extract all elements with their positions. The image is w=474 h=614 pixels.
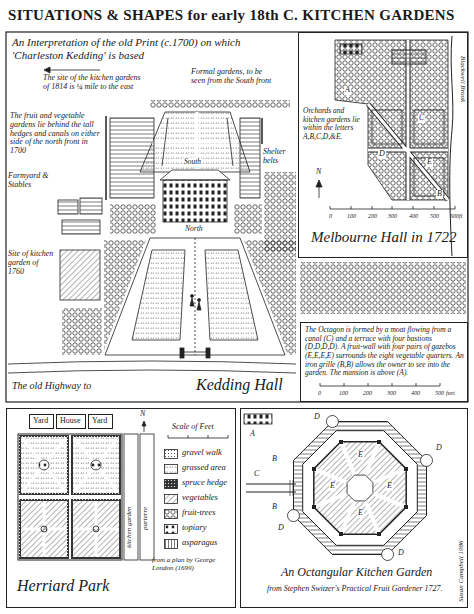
legend-swatch bbox=[164, 464, 178, 474]
scale-unit: feet bbox=[446, 390, 455, 397]
area-label: parterre bbox=[142, 507, 150, 530]
legend-swatch bbox=[164, 494, 178, 504]
note: The old Highway to bbox=[12, 380, 91, 391]
signature: Susan Campbell 1986 bbox=[458, 541, 466, 602]
callout-letter: D bbox=[278, 524, 284, 533]
scale-number: 0 bbox=[318, 390, 321, 397]
legend-swatch bbox=[164, 479, 178, 489]
panel-text: An Interpretation of the old Print (c.17… bbox=[12, 36, 294, 61]
callout-letter: D bbox=[436, 444, 442, 453]
legend-label: gravel walk bbox=[182, 448, 222, 457]
callout-letter: D bbox=[314, 413, 320, 422]
callout-letter: A bbox=[250, 430, 255, 439]
page-title: SITUATIONS & SHAPES for early 18th C. KI… bbox=[8, 7, 455, 24]
note: The site of the kitchen gardens of 1814 … bbox=[42, 74, 144, 92]
callout-letter: C bbox=[418, 114, 425, 123]
scale-number: 100 bbox=[347, 213, 356, 220]
callout-letter: B bbox=[272, 503, 277, 512]
scale-number: 200 bbox=[363, 390, 372, 397]
scale-number: 300 bbox=[387, 390, 396, 397]
panel-text: Melbourne Hall in 1722 bbox=[311, 229, 456, 246]
callout-letter: B bbox=[272, 455, 277, 464]
scale-number: 400 bbox=[411, 390, 420, 397]
callout-letter: C bbox=[254, 470, 259, 479]
panel-text: The Octagon is formed by a moat flowing … bbox=[305, 326, 465, 378]
scale-number: 200 bbox=[368, 213, 377, 220]
area-label: kitchen garden bbox=[126, 506, 134, 548]
legend-label: topiary bbox=[182, 523, 207, 532]
legend-sample bbox=[165, 510, 178, 519]
north-label: N bbox=[140, 410, 145, 419]
scale-number: 100 bbox=[339, 390, 348, 397]
orientation-label: South bbox=[183, 158, 202, 166]
legend-label: spruce hedge bbox=[182, 478, 227, 487]
panel-text: Yard bbox=[33, 416, 48, 425]
note: Shelter belts bbox=[262, 148, 298, 166]
orientation-label: North bbox=[184, 225, 204, 233]
callout-letter: E bbox=[426, 158, 433, 167]
legend-label: asparagus bbox=[182, 538, 217, 547]
legend-swatch bbox=[164, 509, 178, 519]
plan-building: House bbox=[56, 414, 86, 429]
scale-number: 500 bbox=[430, 213, 439, 220]
callout-letter: E bbox=[329, 482, 336, 491]
plan-building: Yard bbox=[88, 414, 113, 429]
legend-sample bbox=[165, 480, 178, 489]
legend-sample bbox=[165, 540, 178, 549]
scale-number: 600ft bbox=[450, 213, 462, 220]
panel-text: Yard bbox=[92, 416, 107, 425]
scale-number: 400 bbox=[409, 213, 418, 220]
legend-sample bbox=[165, 525, 178, 534]
melbourne-panel: Melbourne Hall in 1722 Orchards and kitch… bbox=[298, 32, 468, 258]
callout-letter: B bbox=[436, 190, 443, 199]
legend-label: vegetables bbox=[182, 493, 218, 502]
scale-number: 0 bbox=[329, 213, 332, 220]
panel-text: An Octangular Kitchen Garden bbox=[281, 566, 432, 580]
callout-letter: E bbox=[357, 451, 364, 460]
callout-letter: E bbox=[386, 482, 393, 491]
note: The fruit and vegetable gardens lie behi… bbox=[10, 112, 102, 156]
legend-swatch bbox=[164, 539, 178, 549]
legend-label: grassed area bbox=[182, 463, 226, 472]
panel-text: Orchards and kitchen gardens lie within … bbox=[303, 107, 365, 142]
callout-letter: D bbox=[378, 150, 386, 159]
panel-text: House bbox=[60, 416, 80, 425]
scale-title: Scale of Feet bbox=[172, 423, 214, 432]
note: Site of kitchen garden of 1760 bbox=[8, 250, 56, 276]
callout-letter: D bbox=[398, 549, 404, 558]
panel-text: from a plan by George London (1699) bbox=[152, 556, 234, 572]
north-label: N bbox=[316, 168, 321, 177]
panel-text: Herriard Park bbox=[17, 577, 109, 595]
panel-text: Kedding Hall bbox=[196, 376, 283, 394]
legend-swatch bbox=[164, 524, 178, 534]
legend-label: fruit-trees bbox=[182, 508, 216, 517]
note: Formal gardens, to be seen from the Sout… bbox=[190, 68, 276, 86]
legend-sample bbox=[165, 495, 178, 504]
callout-letter: E bbox=[357, 509, 364, 518]
panel-text: from Stephen Switzer's Practical Fruit G… bbox=[267, 584, 447, 593]
legend-sample bbox=[165, 465, 178, 474]
scale-number: 500 bbox=[435, 390, 444, 397]
legend-sample bbox=[165, 450, 178, 459]
plan-building: Yard bbox=[29, 414, 54, 429]
stream-name: Blackwell Brook bbox=[458, 56, 466, 102]
note: Farmyard & Stables bbox=[8, 172, 54, 190]
callout-letter: A bbox=[344, 86, 351, 95]
scale-number: 300 bbox=[388, 213, 397, 220]
legend-swatch bbox=[164, 449, 178, 459]
